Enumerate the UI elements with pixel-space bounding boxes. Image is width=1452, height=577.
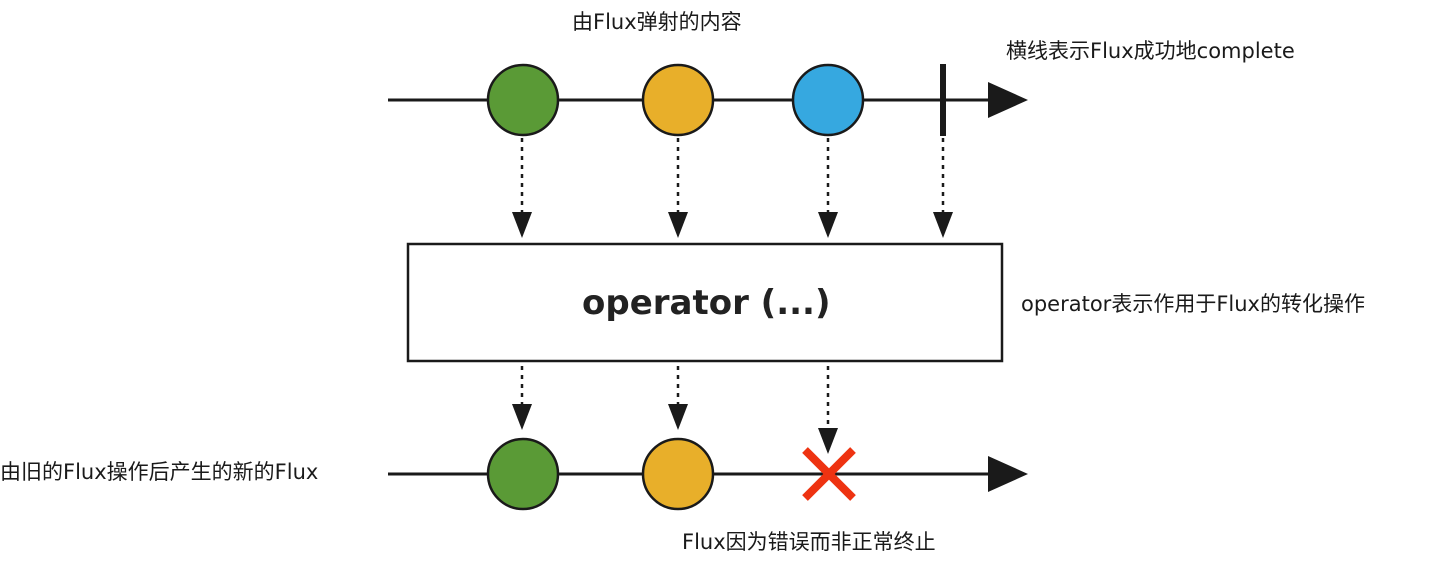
connector-bottom-2-head <box>668 404 688 430</box>
bottom-timeline-arrowhead <box>988 456 1028 492</box>
marble-orange-bottom <box>641 437 715 511</box>
connector-top-1-head <box>512 212 532 238</box>
label-operator-desc: operator表示作用于Flux的转化操作 <box>1021 292 1365 316</box>
operator-label: operator (...) <box>582 283 831 323</box>
bottom-connectors <box>520 366 830 430</box>
connector-top-4-head <box>933 212 953 238</box>
error-x-icon <box>802 447 856 501</box>
bottom-connector-heads <box>512 404 838 454</box>
connector-bottom-3-head <box>818 428 838 454</box>
label-emitted: 由Flux弹射的内容 <box>572 10 742 34</box>
top-timeline-arrowhead <box>988 82 1028 118</box>
marble-green-top <box>486 63 560 137</box>
label-error: Flux因为错误而非正常终止 <box>682 530 936 554</box>
marble-orange-top <box>641 63 715 137</box>
connector-top-2-head <box>668 212 688 238</box>
label-new-flux: 由旧的Flux操作后产生的新的Flux <box>0 460 319 484</box>
label-complete: 横线表示Flux成功地complete <box>1006 39 1295 63</box>
top-connector-heads <box>512 212 953 238</box>
marble-blue-top <box>791 63 865 137</box>
connector-top-3-head <box>818 212 838 238</box>
operator-box <box>406 242 1004 363</box>
top-connectors <box>520 138 945 214</box>
connector-bottom-1-head <box>512 404 532 430</box>
marble-green-bottom <box>486 437 560 511</box>
